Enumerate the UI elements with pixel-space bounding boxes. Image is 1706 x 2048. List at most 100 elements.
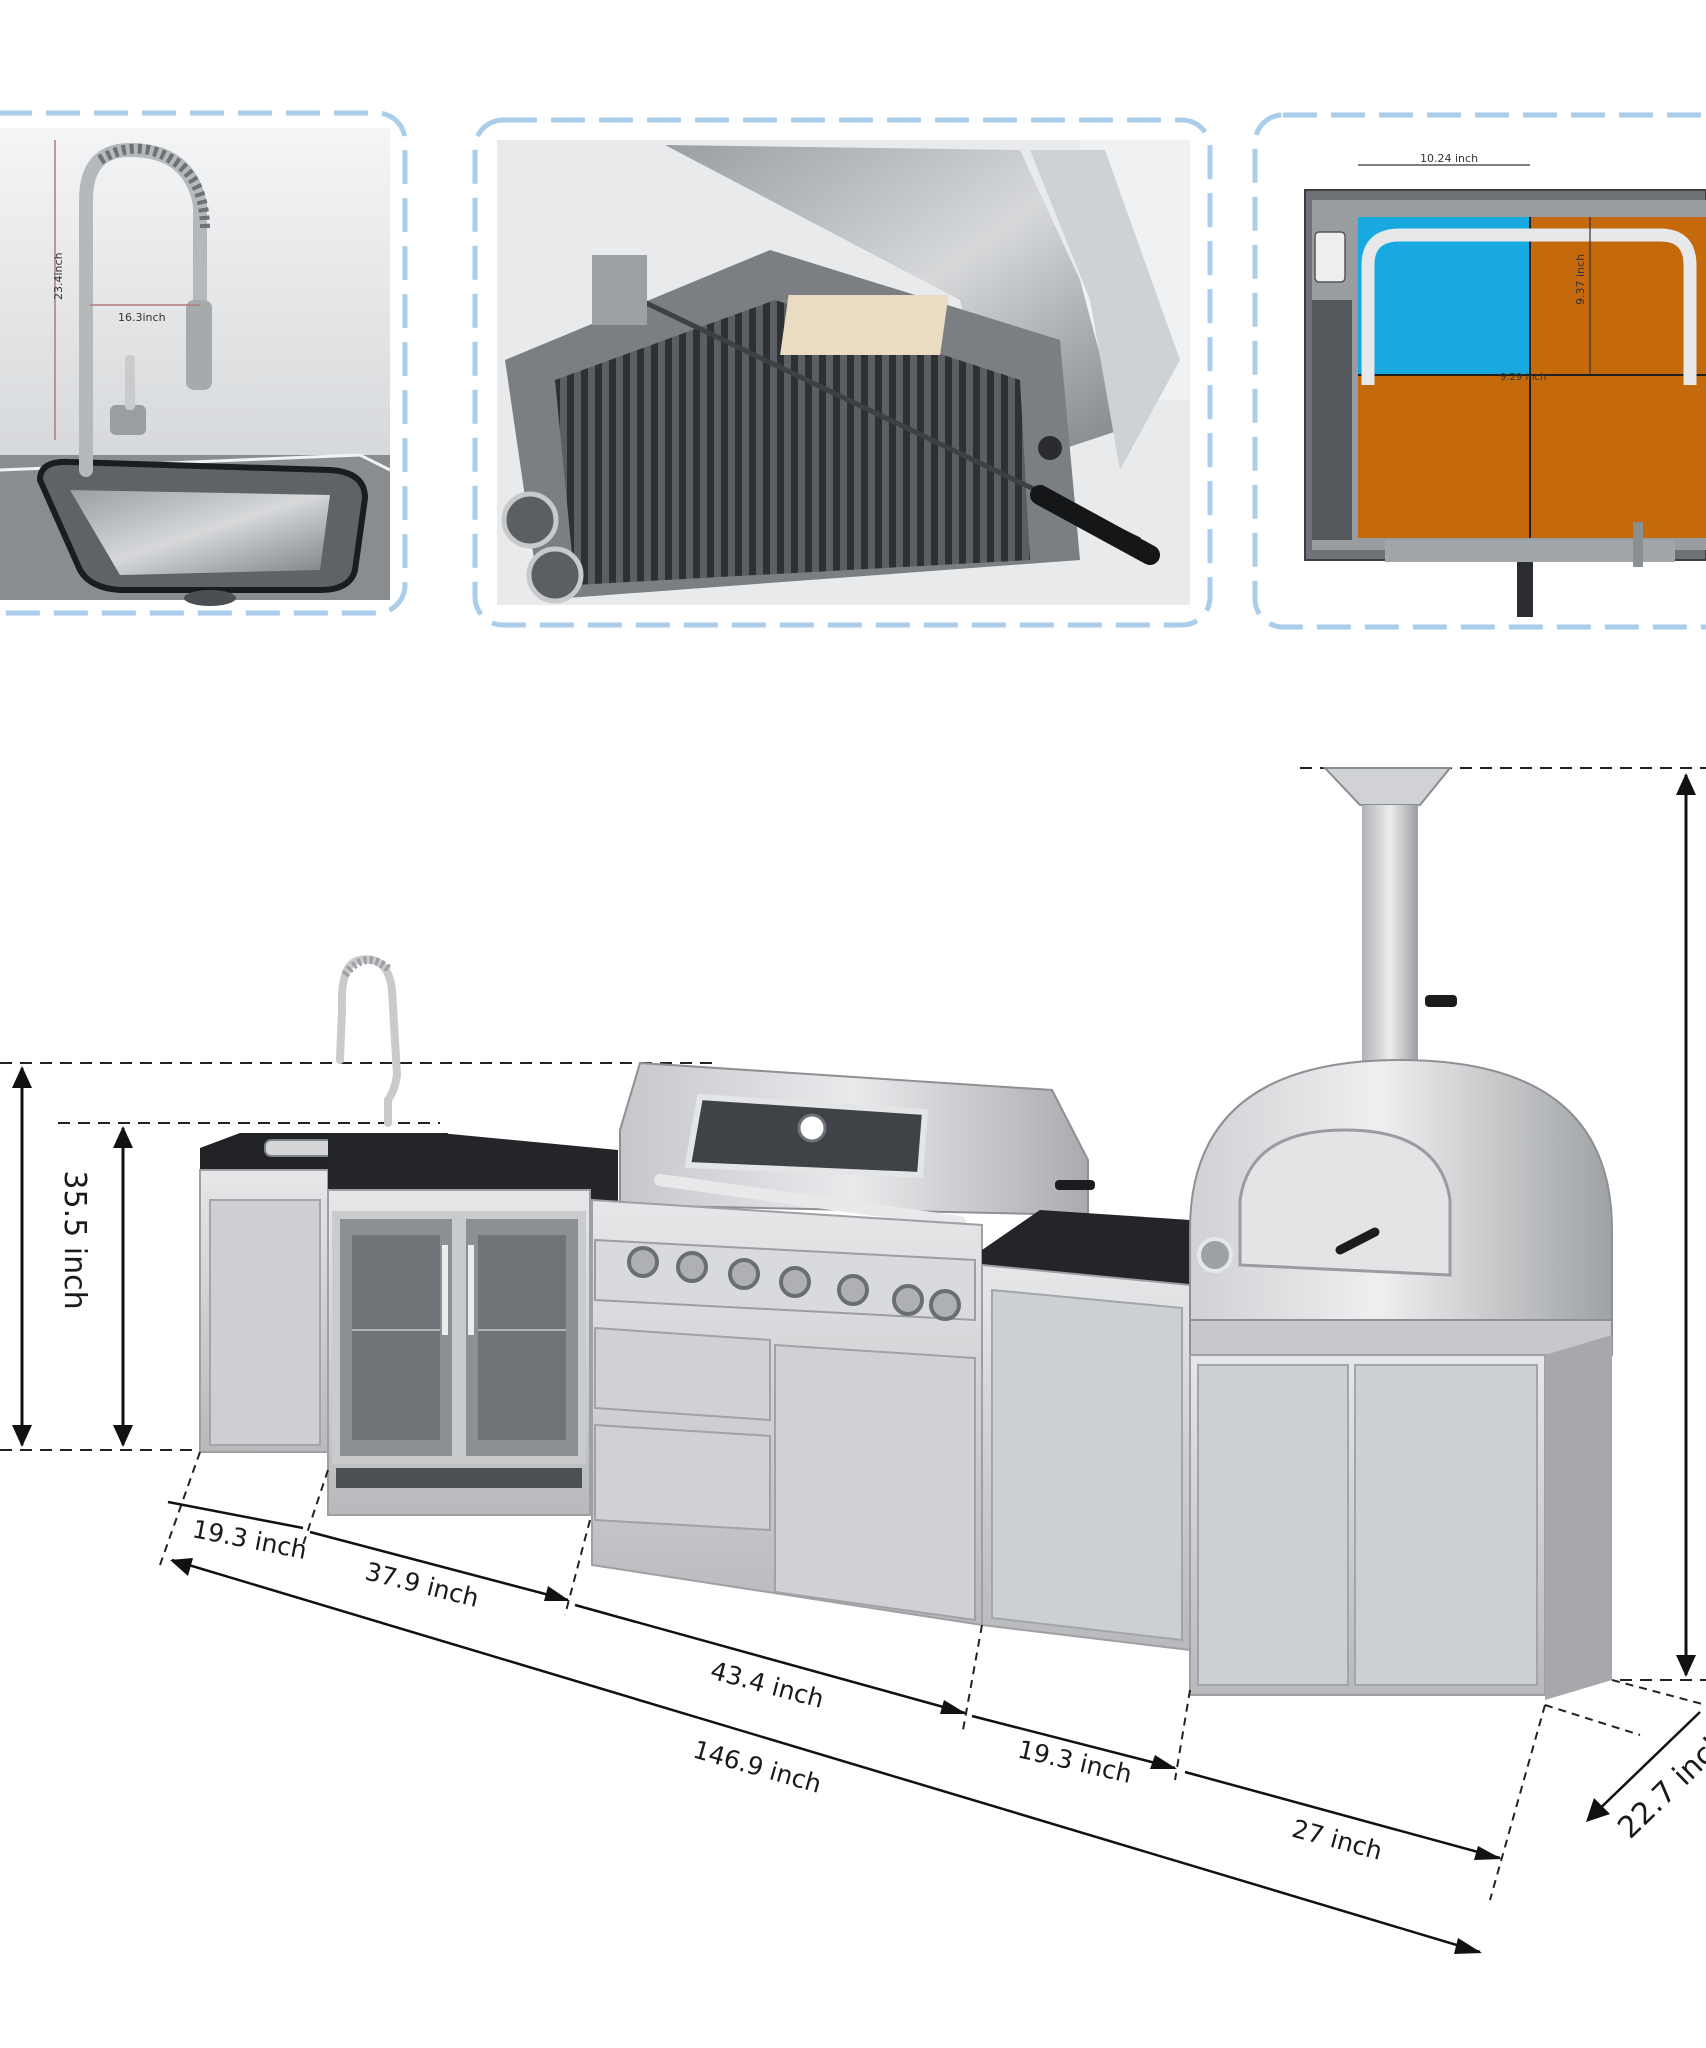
fridge-width-label: 37.9 inch	[362, 1557, 482, 1613]
sink-inner	[70, 490, 330, 575]
extension-line	[1489, 1704, 1546, 1901]
oven-chimney-cap	[1322, 767, 1453, 806]
burner-knob[interactable]	[676, 1251, 708, 1283]
sink-cabinet-door	[209, 1199, 321, 1446]
side-width-arrow	[971, 1714, 1176, 1770]
faucet-thumbnail: 23.4inch 16.3inch	[0, 110, 408, 616]
grill-burner-knobs	[627, 1246, 961, 1321]
oven-diagram-thumbnail: 10.24 inch 9.37 inch 9.29 inch	[1252, 112, 1706, 630]
faucet-handle	[110, 405, 146, 435]
fridge-glass-left	[352, 1235, 440, 1440]
burner-knob[interactable]	[929, 1289, 961, 1321]
sink-faucet-spring	[341, 956, 393, 978]
fridge-cabinet-top	[328, 1133, 618, 1205]
depth-arrow	[1587, 1711, 1701, 1821]
burner-knob[interactable]	[728, 1258, 760, 1290]
oven-orange-zone-bottom-left	[1358, 375, 1530, 538]
rotisserie-handle	[1030, 485, 1160, 565]
grill-thermometer	[797, 1113, 827, 1143]
grill-cabinet-door	[774, 1343, 976, 1622]
fridge-vent	[336, 1468, 582, 1488]
faucet-height-label: 23.4inch	[52, 252, 65, 300]
oven-stand-leg	[1517, 562, 1533, 617]
faucet-reach-label: 16.3inch	[118, 311, 166, 324]
grill-width-arrow	[574, 1603, 966, 1715]
total-length-arrowhead-right	[1454, 1938, 1482, 1954]
height-label: 35.5 inch	[57, 1170, 92, 1309]
grill-width-arrowhead	[940, 1700, 967, 1714]
oven-cabinet-door-left	[1197, 1364, 1349, 1686]
burner-knob[interactable]	[892, 1284, 924, 1316]
sink-faucet	[336, 955, 402, 1127]
oven-heating-tube	[1361, 228, 1697, 385]
overall-height-arrowhead-top	[12, 1066, 32, 1088]
dashed-frame	[1252, 112, 1706, 630]
sink-width-arrow	[167, 1500, 304, 1530]
grill-drawer-bottom	[594, 1423, 771, 1532]
faucet-sprayer	[186, 300, 212, 390]
faucet-spring	[97, 143, 210, 231]
oven-cabinet-door-right	[1354, 1364, 1538, 1686]
grill-lid-side	[1030, 150, 1180, 470]
oven-width-label: 10.24 inch	[1420, 152, 1478, 165]
fridge-handle-right	[468, 1245, 474, 1335]
lid-hinge-knob	[1038, 436, 1062, 460]
control-knob-left	[501, 491, 559, 549]
sink-width-label: 19.3 inch	[190, 1514, 309, 1565]
dashed-frame	[472, 117, 1213, 628]
overall-height-arrowhead-bottom	[12, 1425, 32, 1447]
burner-knob[interactable]	[627, 1246, 659, 1278]
side-width-arrowhead	[1150, 1755, 1177, 1769]
burner-knob[interactable]	[837, 1274, 869, 1306]
extension-line	[1174, 1689, 1191, 1781]
grill-side-rotisserie-knob	[1055, 1180, 1095, 1190]
control-knob-left-lower	[526, 546, 584, 604]
side-counter-top	[982, 1210, 1190, 1285]
oven-chimney-pipe	[1362, 805, 1418, 1085]
total-length-arrow	[171, 1558, 1481, 1954]
sink-drain	[184, 590, 236, 606]
oven-chimney-damper	[1425, 995, 1457, 1007]
width-dimensions: 19.3 inch 37.9 inch 43.4 inch 19.3 inch …	[159, 1451, 1706, 1954]
oven-width-arrowhead	[1474, 1846, 1502, 1860]
outdoor-kitchen-island: 35.5 inch	[0, 767, 1706, 1700]
extension-line	[962, 1624, 983, 1731]
oven-total-height-arrowhead-top	[1676, 773, 1696, 795]
depth-arrowhead	[1586, 1798, 1610, 1822]
faucet-lever	[125, 355, 135, 410]
extension-line	[1544, 1704, 1641, 1736]
grill-drawer-top	[594, 1326, 771, 1422]
grill-thumbnail	[472, 117, 1213, 628]
total-length-label: 146.9 inch	[690, 1735, 825, 1799]
oven-door-handle	[1335, 1227, 1380, 1255]
extension-line	[1611, 1679, 1706, 1706]
burner-knob[interactable]	[779, 1266, 811, 1298]
oven-total-height-arrowhead-bottom	[1676, 1655, 1696, 1677]
oven-control-box	[1314, 231, 1346, 283]
counter-height-arrowhead-bottom	[113, 1425, 133, 1447]
rotisserie-motor	[592, 255, 647, 325]
oven-height-label: 9.37 inch	[1574, 254, 1587, 305]
oven-base-plate	[1189, 1319, 1613, 1356]
oven-base-tray	[1385, 540, 1675, 562]
counter-height-arrowhead-top	[113, 1126, 133, 1148]
fridge-glass-right	[478, 1235, 566, 1440]
extension-line	[159, 1451, 201, 1566]
fridge-handle-left	[442, 1245, 448, 1335]
oven-thermometer	[1197, 1237, 1233, 1273]
dashed-frame	[0, 110, 408, 616]
oven-mouth	[1238, 1128, 1452, 1277]
fridge-width-arrow	[309, 1530, 569, 1602]
infrared-burner	[780, 295, 949, 355]
oven-mid-label: 9.29 inch	[1500, 372, 1546, 383]
side-cabinet-door	[991, 1288, 1183, 1642]
extension-line	[564, 1519, 591, 1616]
oven-foot	[1633, 522, 1643, 567]
grill-hood-handle	[654, 1174, 966, 1228]
oven-orange-zone-bottom-right	[1530, 375, 1706, 538]
grill-grate	[555, 300, 1030, 585]
oven-side-panel	[1312, 300, 1352, 540]
grill-width-label: 43.4 inch	[707, 1656, 827, 1714]
oven-width-arrow	[1184, 1770, 1501, 1860]
